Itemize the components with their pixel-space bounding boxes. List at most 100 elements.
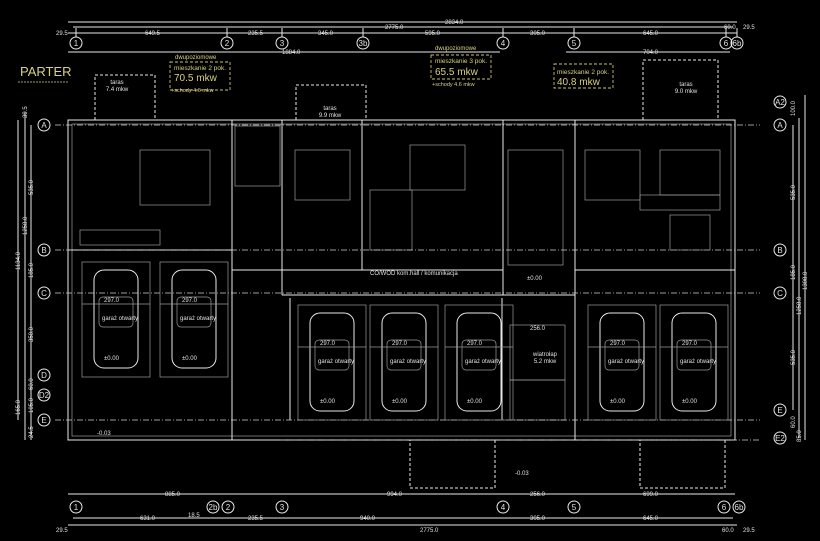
dim-left-outer: 1134.0 — [16, 251, 22, 270]
dim-right-seg: 100.0 — [791, 100, 797, 116]
terrace-area: 9.0 mkw — [675, 89, 698, 95]
garage-level: ±0.00 — [610, 399, 626, 405]
garage-level: ±0.00 — [104, 356, 120, 362]
garage-width: 297.0 — [320, 341, 336, 347]
dim-left-mid: 1258.0 — [23, 216, 29, 235]
garage-width: 297.0 — [467, 341, 483, 347]
dim-right-seg: 60.0 — [791, 416, 797, 428]
side-dimensions: 1134.0 1258.0 535.0 185.0 350.0 60.0 105… — [16, 95, 809, 442]
vestibule-width: 256.0 — [530, 326, 546, 332]
dim-seg: 29.5 — [743, 25, 755, 31]
garage-level: ±0.00 — [320, 399, 336, 405]
axis-bubble-right: A2 — [773, 95, 787, 109]
axis-label: 1 — [74, 39, 79, 48]
dim-seg: 305.0 — [530, 516, 546, 522]
axis-label: E2 — [775, 434, 785, 443]
axis-label: 2b — [209, 503, 218, 512]
dim-overall-outer: 2834.0 — [445, 20, 464, 26]
dim-right-seg: 535.0 — [791, 349, 797, 365]
axis-bubble-right: C — [773, 286, 787, 300]
garage-width: 297.0 — [392, 341, 408, 347]
bottom-dimensions: 885.0 994.0 256.0 699.0 631.0 18.5 235.5… — [56, 492, 755, 534]
dim-seg: 60.0 — [724, 25, 736, 31]
dim-left-seg: 39.5 — [23, 106, 29, 118]
garage-parking: 297.0 ±0.00 garaż otwarty 297.0 ±0.00 garaż o… — [81, 261, 729, 421]
axis-bubble-top: 3 — [275, 36, 289, 50]
garage-label: garaż otwarty — [465, 359, 501, 365]
axis-label: 6b — [735, 503, 744, 512]
dim-seg: 940.0 — [360, 516, 376, 522]
axis-bubble-right: B — [773, 243, 787, 257]
axis-bubble-bottom: 6b — [732, 500, 746, 514]
axis-label: 6 — [724, 39, 729, 48]
dim-right-seg: 185.0 — [791, 264, 797, 280]
dim-seg: 645.0 — [643, 31, 659, 37]
axis-label: B — [41, 246, 46, 255]
axis-bubble-top: 5 — [567, 36, 581, 50]
dim-seg: 18.5 — [188, 513, 200, 519]
garage-level: ±0.00 — [392, 399, 408, 405]
apartment-type: dwupoziomowe — [435, 46, 477, 52]
axis-label: D2 — [39, 391, 50, 400]
dim-overall: 2775.0 — [420, 528, 439, 534]
terrace-area: 9.9 mkw — [319, 113, 342, 119]
dim-seg: 29.5 — [56, 31, 68, 37]
axis-bubble-bottom: 6 — [717, 500, 731, 514]
dim-left-seg: 185.0 — [29, 262, 35, 278]
apartment-area: 65.5 mkw — [435, 67, 479, 78]
apartment-label-2: dwupoziomowe mieszkanie 3 pok. 65.5 mkw … — [430, 46, 492, 88]
axis-bubble-bottom: 3 — [275, 500, 289, 514]
axis-bubble-right: E — [773, 403, 787, 417]
axis-bubble-left: D2 — [37, 388, 51, 402]
apartment-type: dwupoziomowe — [175, 55, 217, 61]
garage-width: 297.0 — [682, 341, 698, 347]
axis-label: D — [41, 371, 47, 380]
axis-label: A2 — [775, 98, 785, 107]
garage-width: 297.0 — [610, 341, 626, 347]
dim-seg: 305.0 — [530, 31, 546, 37]
dim-sub-left: 1884.0 — [282, 50, 301, 56]
apartment-area: 70.5 mkw — [174, 73, 218, 84]
axis-label: 2 — [226, 503, 231, 512]
axis-label: 3 — [280, 39, 285, 48]
plan-title: PARTER — [20, 64, 72, 79]
axis-bubble-left: E — [37, 413, 51, 427]
dim-seg: 885.0 — [165, 492, 181, 498]
apartment-stairs: +schody 4.6 mkw — [171, 88, 214, 94]
garage-label: garaż otwarty — [102, 316, 138, 322]
garage-label: garaż otwarty — [680, 359, 716, 365]
terrace-area: 7.4 mkw — [106, 87, 129, 93]
dim-right-seg: 85.0 — [797, 430, 803, 442]
vestibule-area: 5.2 mkw — [534, 359, 557, 365]
level-mark-outside: -0.03 — [515, 471, 529, 477]
apartment-name: mieszkanie 3 pok. — [435, 58, 487, 65]
dim-left-seg: 105.0 — [29, 397, 35, 413]
dim-seg: 994.0 — [387, 492, 403, 498]
apartment-area: 40.8 mkw — [557, 77, 601, 88]
garage-label: garaż otwarty — [180, 316, 216, 322]
dim-seg: 649.5 — [145, 31, 161, 37]
axis-label: 6 — [722, 503, 727, 512]
axis-label: A — [41, 121, 47, 130]
dim-seg: 345.0 — [318, 31, 334, 37]
dim-right-outer: 1308.0 — [803, 271, 809, 290]
car-parking-space: 297.0 ±0.00 garaż otwarty — [587, 304, 657, 421]
dim-seg: 645.0 — [643, 516, 659, 522]
axis-label: E — [777, 406, 782, 415]
garage-label: garaż otwarty — [608, 359, 644, 365]
garage-label: garaż otwarty — [318, 359, 354, 365]
top-dimensions: 2834.0 2775.0 29.5 649.5 235.5 345.0 595… — [56, 20, 755, 56]
axis-bubble-bottom: 5 — [567, 500, 581, 514]
axis-label: 3 — [280, 503, 285, 512]
dim-sub-right: 704.0 — [643, 50, 659, 56]
axis-label: 3b — [359, 39, 368, 48]
dim-left-seg: 60.0 — [29, 378, 35, 390]
garage-level: ±0.00 — [182, 356, 198, 362]
level-mark-outside: -0.03 — [97, 431, 111, 437]
axis-bubble-top: 4 — [496, 36, 510, 50]
axis-bubble-bottom: 4 — [496, 500, 510, 514]
dim-right-seg: 535.0 — [791, 184, 797, 200]
